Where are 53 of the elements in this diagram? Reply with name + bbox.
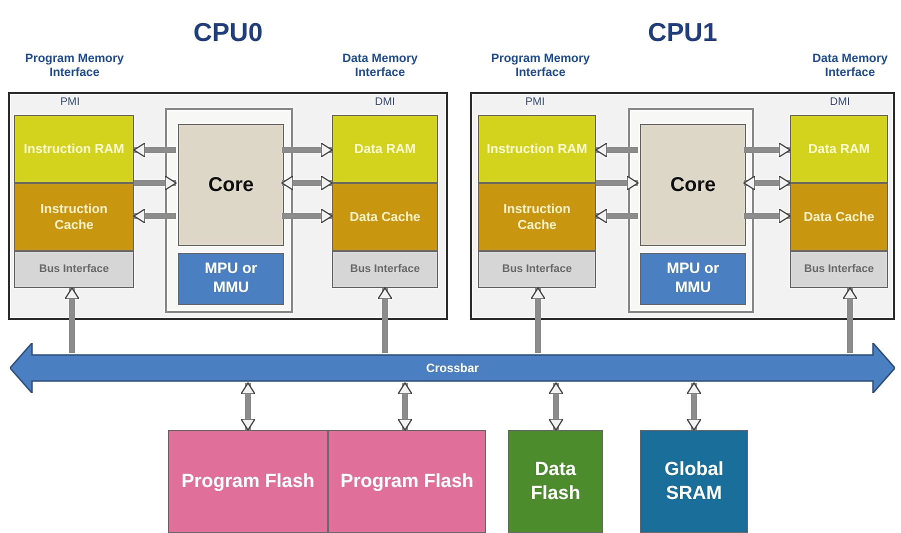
- core-frame: [628, 108, 754, 313]
- mpu-block: MPU or MMU: [178, 253, 284, 305]
- interface-label: DMI: [374, 96, 396, 109]
- bus-arrow: [397, 382, 413, 431]
- bus-arrow: [744, 142, 791, 158]
- bus-arrow: [134, 175, 177, 191]
- bus-arrow: [596, 175, 639, 191]
- bus-arrow: [282, 208, 333, 224]
- data-flash-block: Data Flash: [508, 430, 603, 533]
- core-frame: [165, 108, 293, 313]
- interface-label: PMI: [59, 96, 81, 109]
- instruction-ram-block: Instruction RAM: [14, 115, 134, 183]
- data-ram-block: Data RAM: [790, 115, 888, 183]
- data-cache-block: Data Cache: [790, 183, 888, 251]
- bus-arrow: [842, 287, 858, 353]
- bus-interface-block: Bus Interface: [14, 251, 134, 288]
- bus-arrow: [240, 382, 256, 431]
- core-block: Core: [640, 124, 746, 246]
- interface-label: Data Memory Interface: [341, 52, 419, 80]
- bus-arrow: [133, 208, 176, 224]
- data-ram-block: Data RAM: [332, 115, 438, 183]
- interface-label: Program Memory Interface: [24, 52, 125, 80]
- interface-label: Data Memory Interface: [811, 52, 889, 80]
- bus-arrow: [64, 287, 80, 353]
- bus-arrow: [686, 382, 702, 431]
- bus-arrow: [281, 175, 333, 191]
- bus-arrow: [595, 142, 638, 158]
- instruction-cache-block: Instruction Cache: [14, 183, 134, 251]
- bus-arrow: [548, 382, 564, 431]
- mpu-block: MPU or MMU: [640, 253, 746, 305]
- crossbar-label: Crossbar: [426, 361, 479, 375]
- bus-arrow: [282, 142, 333, 158]
- bus-interface-block: Bus Interface: [332, 251, 438, 288]
- bus-interface-block: Bus Interface: [790, 251, 888, 288]
- interface-label: PMI: [524, 96, 546, 109]
- bus-arrow: [530, 287, 546, 353]
- instruction-cache-block: Instruction Cache: [478, 183, 596, 251]
- cpu-title: CPU0: [192, 16, 264, 49]
- bus-arrow: [744, 208, 791, 224]
- core-block: Core: [178, 124, 284, 246]
- sram-block: Global SRAM: [640, 430, 748, 533]
- bus-arrow: [133, 142, 176, 158]
- bus-arrow: [377, 287, 393, 353]
- bus-interface-block: Bus Interface: [478, 251, 596, 288]
- program-flash-block: Program Flash: [328, 430, 486, 533]
- interface-label: Program Memory Interface: [490, 52, 591, 80]
- bus-arrow: [743, 175, 791, 191]
- data-cache-block: Data Cache: [332, 183, 438, 251]
- program-flash-block: Program Flash: [168, 430, 328, 533]
- bus-arrow: [595, 208, 638, 224]
- cpu-title: CPU1: [646, 16, 718, 49]
- interface-label: DMI: [828, 96, 852, 109]
- instruction-ram-block: Instruction RAM: [478, 115, 596, 183]
